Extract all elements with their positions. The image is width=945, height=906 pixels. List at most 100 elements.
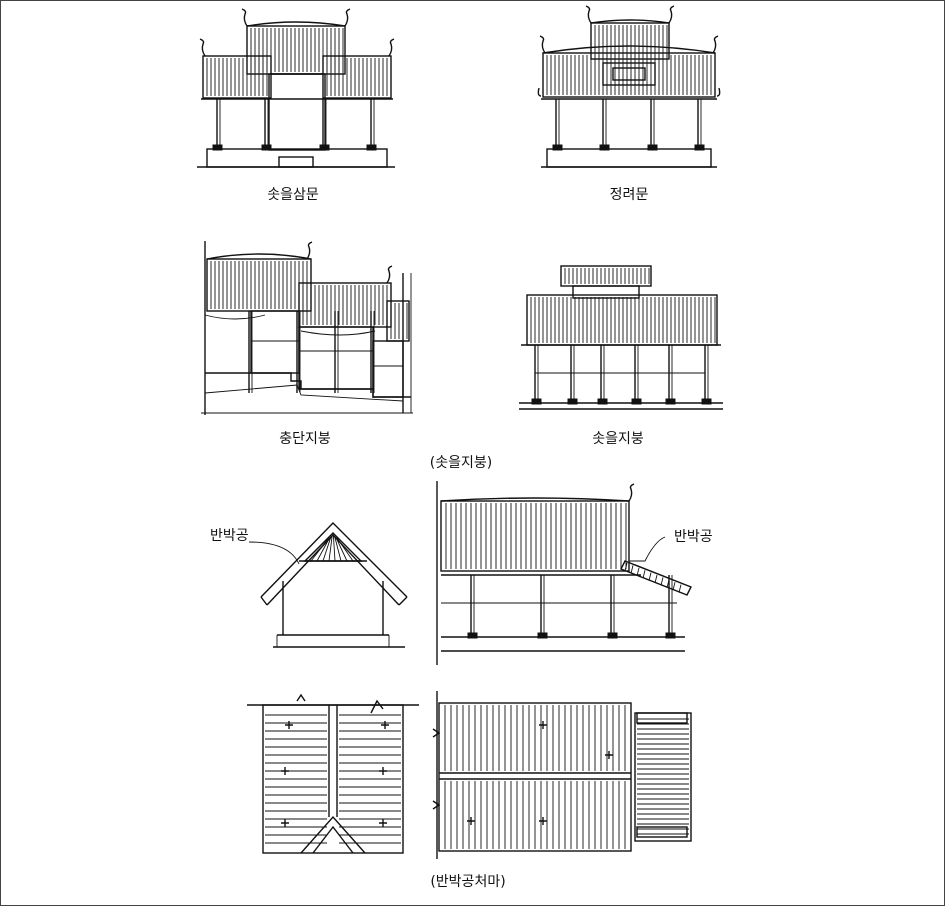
outline (552, 144, 563, 151)
outline (379, 767, 387, 775)
outline (205, 372, 411, 398)
outline (629, 536, 666, 562)
outline (319, 144, 330, 151)
outline (467, 632, 478, 639)
outline (366, 144, 377, 151)
outline (306, 241, 313, 260)
outline (202, 55, 272, 99)
outline (266, 533, 400, 606)
outline (716, 87, 721, 97)
outline (539, 35, 546, 54)
side-roof-right (322, 55, 392, 99)
outline (296, 693, 306, 702)
stroke (316, 537, 331, 562)
outline (281, 819, 289, 827)
stroke (335, 536, 348, 562)
middle-roof (298, 282, 392, 328)
soseul-sammun-drawing (197, 8, 395, 168)
stroke (642, 570, 646, 579)
stroke (260, 596, 268, 606)
label-banbakgong-left: 반박공 (210, 528, 249, 544)
stroke (654, 574, 658, 584)
outline (241, 8, 248, 27)
outline (590, 22, 670, 60)
soseul-jibung-drawing (519, 265, 723, 410)
chungdan-jibung-drawing (201, 241, 413, 415)
outline (542, 45, 716, 54)
outline (388, 38, 395, 57)
caption-soseul-jibung: (솟을지붕) (429, 455, 493, 471)
outline (379, 819, 387, 827)
outline (668, 5, 675, 24)
outline (694, 144, 705, 151)
outline (204, 384, 404, 402)
stroke (334, 536, 342, 562)
outline (647, 144, 658, 151)
outline (612, 67, 646, 81)
outline (322, 55, 392, 99)
stroke (336, 537, 354, 562)
outline (567, 398, 578, 405)
outline (599, 144, 610, 151)
main-roof (526, 294, 718, 346)
outline (701, 398, 712, 405)
outline (300, 815, 366, 854)
stroke (624, 562, 628, 572)
outline (370, 699, 384, 714)
stroke (672, 582, 676, 591)
outline (665, 398, 676, 405)
outline (628, 483, 635, 502)
stroke (660, 577, 664, 586)
outline (526, 294, 718, 346)
label-soseul-jibung: 솟을지붕 (592, 431, 644, 447)
lower-roof (386, 300, 410, 342)
outline (386, 265, 393, 284)
upper-roof (206, 258, 312, 312)
outline (636, 712, 688, 724)
main-roof (440, 500, 630, 572)
outline (440, 500, 630, 572)
stroke (678, 584, 682, 593)
outline (631, 398, 642, 405)
outline (248, 541, 300, 565)
outline (344, 8, 351, 27)
outline (372, 340, 404, 398)
outline (260, 522, 408, 598)
caption-banbakgong-cheoma: (반박공처마) (430, 874, 506, 890)
outline (597, 398, 608, 405)
outline (381, 721, 389, 729)
outline (585, 5, 592, 24)
stroke (310, 538, 329, 562)
stroke (322, 536, 332, 562)
label-chungdan-jibung: 충단지붕 (279, 431, 331, 447)
center-roof (246, 25, 346, 75)
banbakgong-gable-section-drawing (248, 522, 408, 648)
outline (537, 632, 548, 639)
lower-roof (542, 52, 716, 98)
outline (268, 73, 326, 151)
outline (467, 817, 475, 825)
outline (285, 721, 293, 729)
outline (212, 144, 223, 151)
stroke (328, 535, 333, 562)
outline (261, 144, 272, 151)
outline (712, 35, 719, 54)
ridge-roof (560, 265, 652, 287)
outline (542, 52, 716, 98)
outline (298, 282, 392, 328)
outline (300, 330, 376, 336)
outline (537, 87, 542, 97)
outline (206, 148, 388, 168)
outline (278, 156, 314, 168)
banbakgong-roof-plan-right-drawing (432, 691, 692, 859)
outline (665, 632, 676, 639)
outline (560, 265, 652, 287)
outline (634, 712, 692, 842)
upper-roof (590, 22, 670, 60)
outline (432, 728, 441, 738)
stroke (332, 535, 336, 562)
jeongryeomun-drawing (537, 5, 721, 168)
outline (432, 800, 441, 810)
outline (607, 632, 618, 639)
